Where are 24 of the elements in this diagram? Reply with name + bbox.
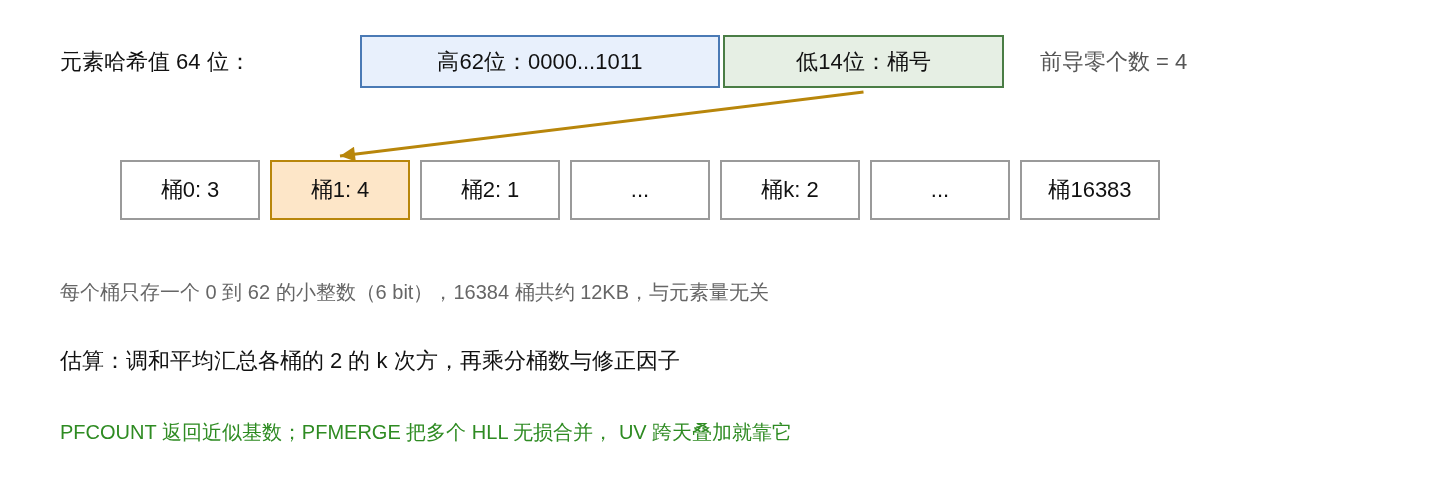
bit-field-box xyxy=(723,35,1004,88)
bucket-box xyxy=(570,160,710,220)
arrow xyxy=(339,90,864,162)
note-text: 每个桶只存一个 0 到 62 的小整数（6 bit），16384 桶共约 12KB，与元素量无关 xyxy=(60,280,770,305)
node-text: 桶1: 4 xyxy=(310,176,370,204)
bit-field-box xyxy=(360,35,720,88)
bucket-box xyxy=(120,160,260,220)
node-text: ... xyxy=(930,177,950,203)
node-text: 桶k: 2 xyxy=(761,176,819,204)
node-text: ... xyxy=(630,177,650,203)
annotation-text: 前导零个数 = 4 xyxy=(1040,47,1188,76)
note-text: 估算：调和平均汇总各桶的 2 的 k 次方，再乘分桶数与修正因子 xyxy=(60,346,680,375)
node-text: 桶16383 xyxy=(1048,176,1132,204)
bucket-box xyxy=(870,160,1010,220)
highlighted-bucket-box xyxy=(270,160,410,220)
bucket-box xyxy=(720,160,860,220)
node-text: 低14位：桶号 xyxy=(796,47,931,76)
node-text: 桶0: 3 xyxy=(160,176,220,204)
field-label: 元素哈希值 64 位： xyxy=(60,47,251,76)
bucket-box xyxy=(1020,160,1160,220)
note-text: PFCOUNT 返回近似基数；PFMERGE 把多个 HLL 无损合并， UV 跨天叠加就靠它 xyxy=(60,420,793,445)
node-text: 高62位：0000...1011 xyxy=(437,47,643,76)
node-text: 桶2: 1 xyxy=(460,176,520,204)
bucket-box xyxy=(420,160,560,220)
